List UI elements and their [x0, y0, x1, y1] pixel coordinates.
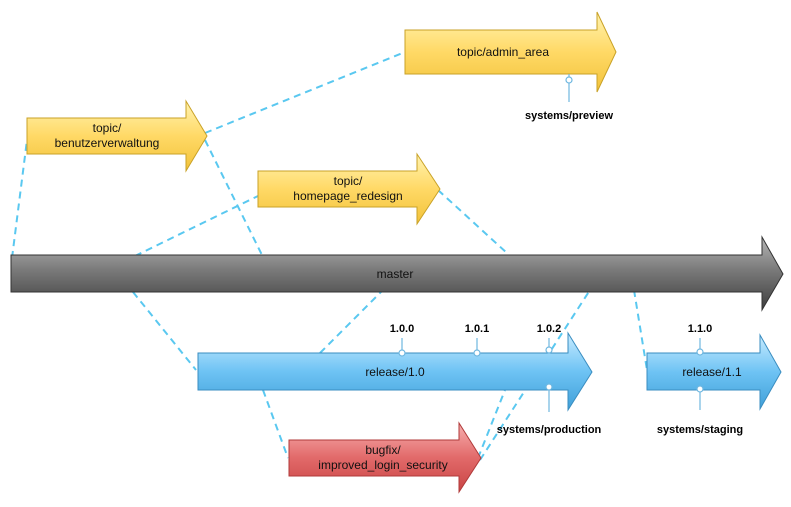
branch-label-master: master — [377, 267, 414, 281]
connector-benutzer-to-admin — [204, 51, 406, 134]
connector-release10-to-bugfix — [262, 389, 289, 459]
connector-master-to-homepage — [134, 195, 259, 257]
pin-production-dot — [545, 383, 553, 391]
connector-bugfix-to-release10 — [477, 389, 506, 459]
connector-master-to-release11 — [633, 289, 648, 371]
connector-master-to-release10 — [132, 291, 197, 371]
branch-release-1-0: release/1.0 — [197, 331, 593, 412]
tag-1-0-0: 1.0.0 — [390, 323, 414, 335]
tag-1-0-1: 1.0.1 — [465, 323, 489, 335]
branch-label-homepage-line2: homepage_redesign — [293, 189, 402, 203]
branch-label-release-1-0: release/1.0 — [365, 365, 425, 379]
tag-1-0-2: 1.0.2 — [537, 323, 561, 335]
tag-systems-production: systems/production — [497, 424, 602, 436]
branch-release-1-1: release/1.1 — [646, 333, 782, 411]
tag-1-1-0: 1.1.0 — [688, 323, 712, 335]
connector-release10-to-master — [319, 289, 384, 354]
branch-label-bugfix-line2: improved_login_security — [318, 458, 447, 472]
branch-label-benutzer-line1: topic/ — [93, 121, 122, 135]
branch-label-homepage-line1: topic/ — [334, 174, 363, 188]
branch-label-benutzer-line2: benutzerverwaltung — [55, 136, 160, 150]
connector-homepage-to-master — [437, 189, 509, 255]
branch-topic-admin-area: topic/admin_area — [404, 11, 617, 93]
pin-v101-dot — [473, 349, 481, 357]
pin-staging-dot — [696, 385, 704, 393]
branch-label-admin-area: topic/admin_area — [457, 45, 549, 59]
tag-pins — [398, 74, 704, 412]
pin-v102-dot — [545, 346, 553, 354]
branch-bugfix-improved-login-security: bugfix/ improved_login_security — [288, 421, 482, 494]
tag-systems-staging: systems/staging — [657, 424, 743, 436]
branch-topic-homepage-redesign: topic/ homepage_redesign — [257, 152, 441, 226]
branch-topic-benutzerverwaltung: topic/ benutzerverwaltung — [26, 99, 208, 173]
branch-label-bugfix-line1: bugfix/ — [365, 443, 401, 457]
branch-label-release-1-1: release/1.1 — [682, 365, 742, 379]
tag-systems-preview: systems/preview — [525, 110, 613, 122]
connector-benutzer-to-master — [204, 139, 263, 256]
pin-preview-dot — [565, 76, 573, 84]
tag-labels: systems/preview 1.0.0 1.0.1 1.0.2 system… — [390, 110, 743, 436]
branch-master: master — [10, 235, 784, 312]
connector-master-to-benutzer — [11, 139, 28, 259]
pin-v100-dot — [398, 349, 406, 357]
pin-v110-dot — [696, 348, 704, 356]
